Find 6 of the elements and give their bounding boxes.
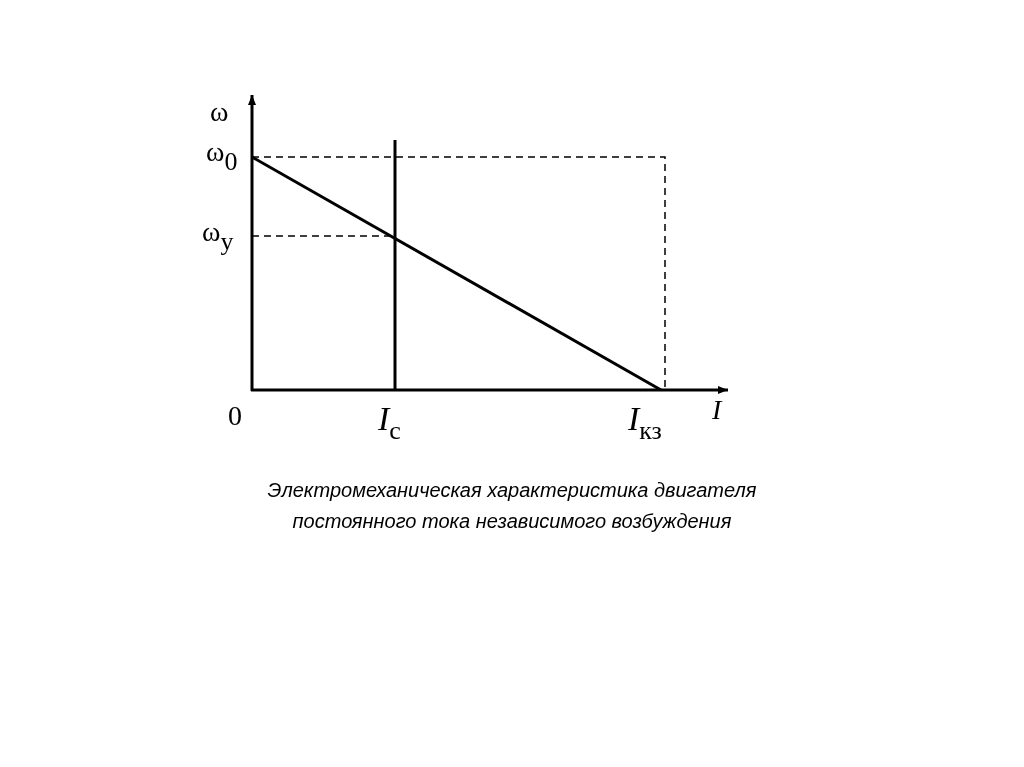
origin-label: 0	[228, 402, 242, 430]
axis-value-label: I$_{кз}$	[628, 402, 662, 445]
caption: Электромеханическая характеристика двигателя постоянного тока независимого возбуждения	[266, 478, 758, 534]
axis-label: I	[712, 396, 722, 424]
axis-label: ω	[210, 98, 229, 126]
axis-value-label: I$_{с}$	[378, 402, 401, 445]
